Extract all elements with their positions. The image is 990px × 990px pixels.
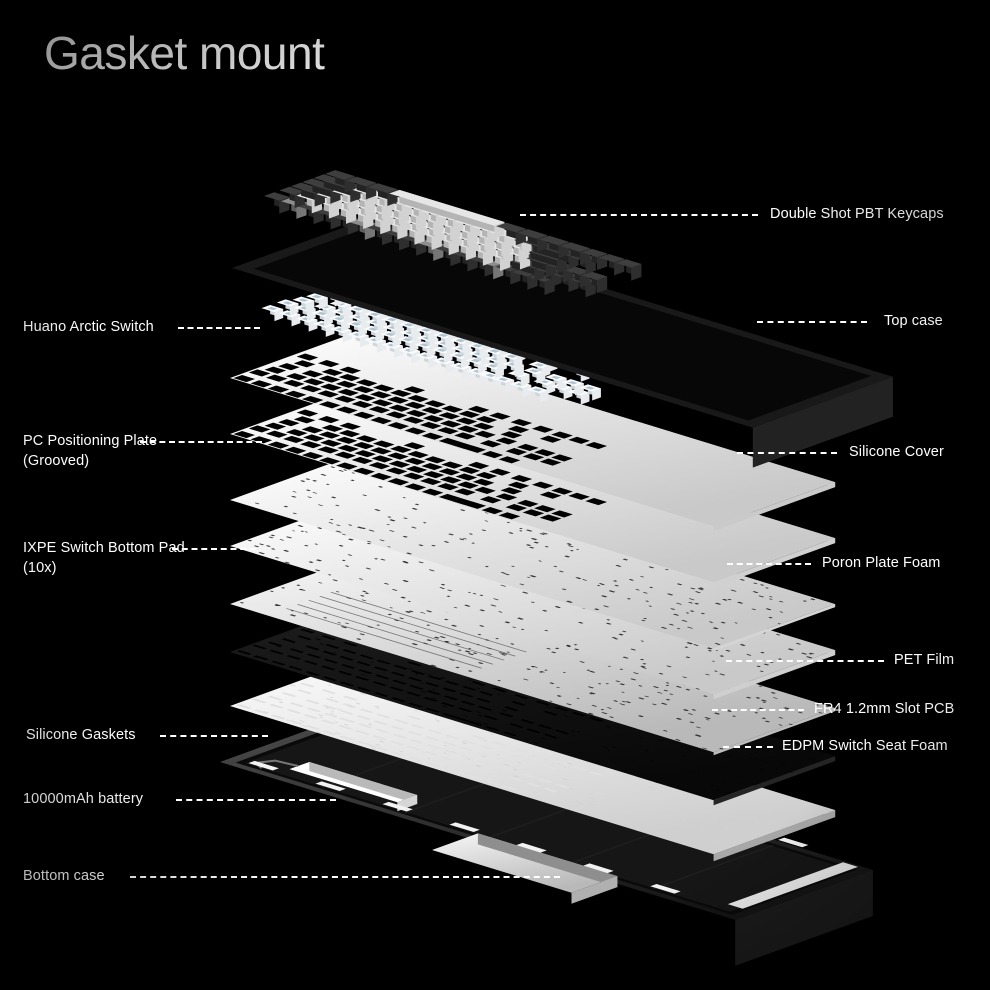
leader-line-switch [178, 327, 260, 329]
leader-line-gaskets [160, 735, 268, 737]
label-10000mah-battery: 10000mAh battery [23, 791, 144, 807]
leader-line-edpm-foam [723, 746, 773, 748]
label-fr4-slot-pcb: FR4 1.2mm Slot PCB [814, 701, 955, 717]
leader-line-keycaps [520, 214, 758, 216]
label-huano-arctic-switch: Huano Arctic Switch [23, 319, 154, 335]
label-pc-positioning-plate: PC Positioning Plate (Grooved) [23, 433, 158, 469]
label-bottom-case: Bottom case [23, 868, 105, 884]
label-poron-plate-foam: Poron Plate Foam [822, 555, 941, 571]
leader-line-pet-film [726, 660, 884, 662]
label-top-case: Top case [884, 313, 943, 329]
leader-line-poron-foam [727, 563, 811, 565]
label-silicone-cover: Silicone Cover [849, 444, 944, 460]
label-edpm-switch-seat-foam: EDPM Switch Seat Foam [782, 738, 948, 754]
leader-line-silicone-cover [737, 452, 837, 454]
leader-line-bottom-case [130, 876, 560, 878]
label-silicone-gaskets: Silicone Gaskets [26, 727, 136, 743]
leader-line-top-case [757, 321, 867, 323]
label-pet-film: PET Film [894, 652, 955, 668]
leader-line-pcb [712, 709, 804, 711]
label-double-shot-pbt-keycaps: Double Shot PBT Keycaps [770, 206, 944, 222]
label-ixpe-switch-bottom-pad: IXPE Switch Bottom Pad (10x) [23, 540, 185, 576]
leader-line-battery [176, 799, 336, 801]
